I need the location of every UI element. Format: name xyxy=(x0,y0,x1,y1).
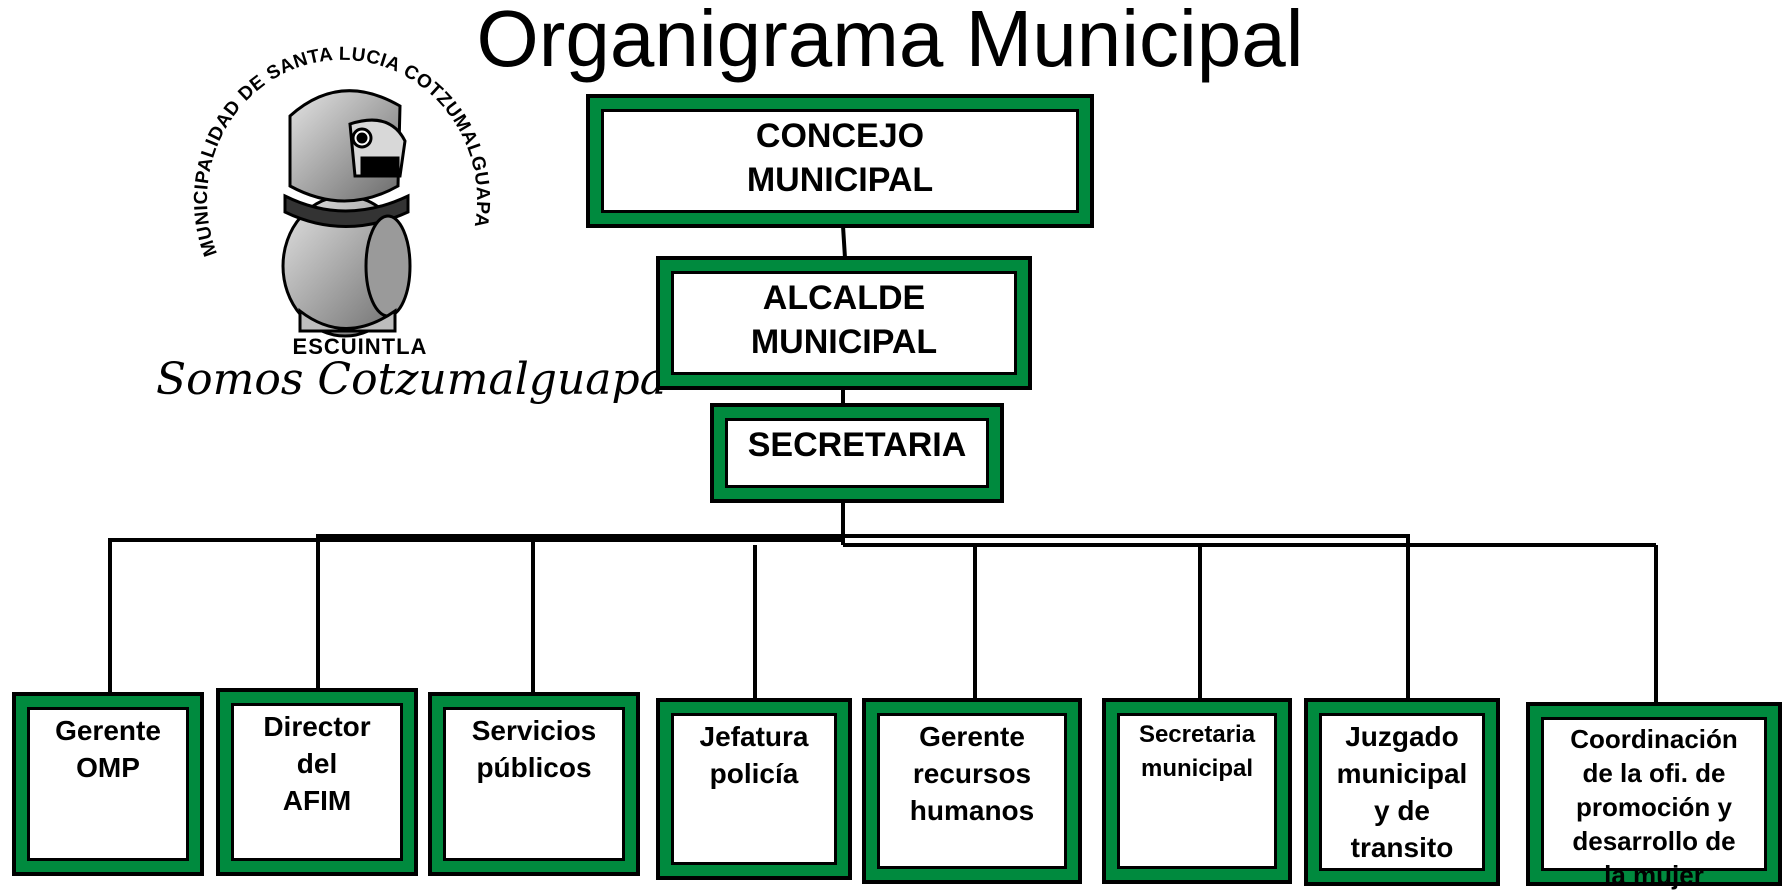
node-label: Jefatura policía xyxy=(671,713,837,865)
node-label: Gerente OMP xyxy=(27,707,189,861)
node-secretaria-label: SECRETARIA xyxy=(725,418,989,488)
node-concejo-label: CONCEJO MUNICIPAL xyxy=(601,109,1079,213)
node-gerente-recursos-humanos: Gerente recursos humanos xyxy=(862,698,1082,884)
node-label: Coordinación de la ofi. de promoción y d… xyxy=(1541,717,1767,890)
node-concejo-municipal: CONCEJO MUNICIPAL xyxy=(586,94,1094,228)
node-coordinacion-mujer: Coordinación de la ofi. de promoción y d… xyxy=(1526,702,1782,890)
page-title: Organigrama Municipal xyxy=(476,0,1304,83)
node-label: Gerente recursos humanos xyxy=(877,713,1067,869)
node-secretaria: SECRETARIA xyxy=(710,403,1004,503)
node-gerente-omp: Gerente OMP xyxy=(12,692,204,876)
node-servicios-publicos: Servicios públicos xyxy=(428,692,640,876)
node-label: Director del AFIM xyxy=(231,703,403,861)
municipal-seal-logo: MUNICIPALIDAD DE SANTA LUCIA COTZUMALGUA… xyxy=(150,44,666,405)
node-jefatura-policia: Jefatura policía xyxy=(656,698,852,880)
node-label: Secretaria municipal xyxy=(1117,713,1277,869)
node-alcalde-label: ALCALDE MUNICIPAL xyxy=(671,271,1017,375)
connector-concejo-alcalde xyxy=(841,225,847,259)
node-label: Juzgado municipal y de transito xyxy=(1319,713,1485,871)
logo-slogan: Somos Cotzumalguapa xyxy=(156,354,666,405)
node-alcalde-municipal: ALCALDE MUNICIPAL xyxy=(656,256,1032,390)
node-secretaria-municipal: Secretaria municipal xyxy=(1102,698,1292,884)
seal-figure-icon: MUNICIPALIDAD DE SANTA LUCIA COTZUMALGUA… xyxy=(191,44,493,338)
node-label: Servicios públicos xyxy=(443,707,625,861)
node-juzgado-municipal: Juzgado municipal y de transito xyxy=(1304,698,1500,886)
logo-place-name: ESCUINTLA xyxy=(292,334,428,359)
node-director-afim: Director del AFIM xyxy=(216,688,418,876)
